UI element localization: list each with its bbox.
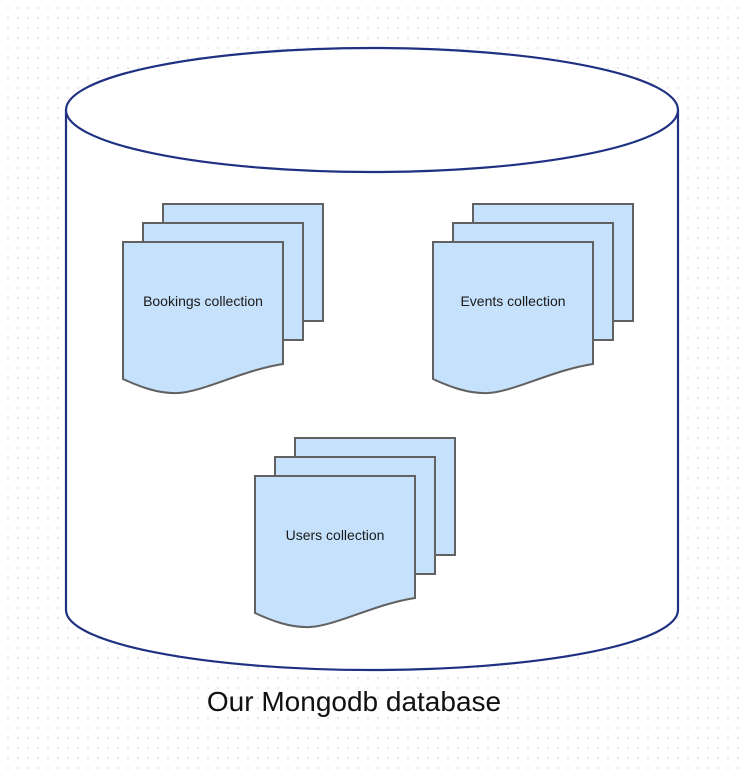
collection-label: Bookings collection — [143, 293, 263, 309]
document-page-front — [432, 241, 594, 395]
collection-users[interactable]: Users collection — [254, 437, 456, 629]
collection-label: Events collection — [460, 293, 565, 309]
diagram-caption: Our Mongodb database — [206, 686, 502, 717]
document-page-front — [254, 475, 416, 629]
document-page-front — [122, 241, 284, 395]
collection-events[interactable]: Events collection — [432, 203, 634, 395]
cylinder-top — [64, 46, 680, 174]
collection-label: Users collection — [286, 527, 385, 543]
collection-bookings[interactable]: Bookings collection — [122, 203, 324, 395]
